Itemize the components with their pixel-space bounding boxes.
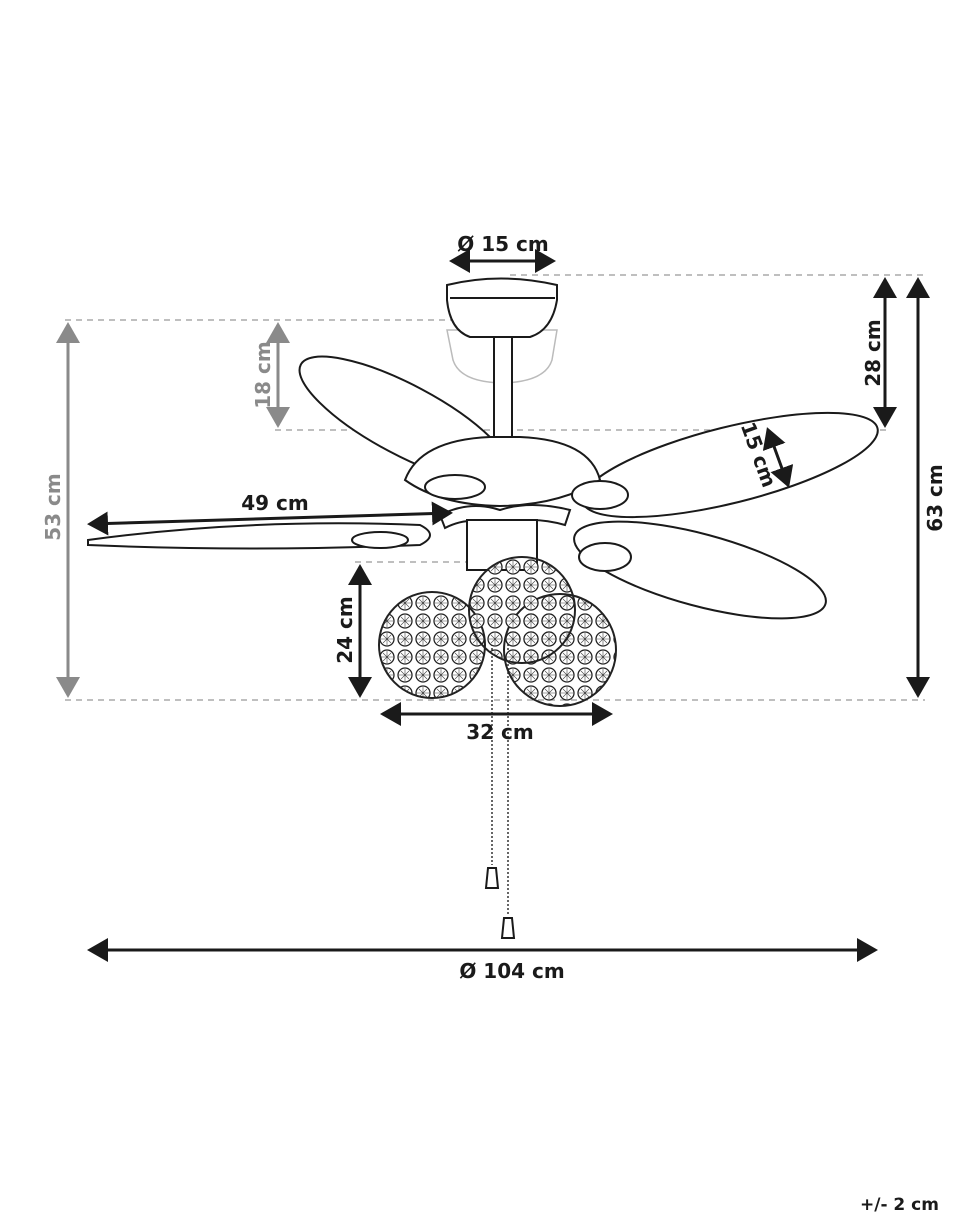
ceiling-fan-illustration — [87, 277, 879, 939]
canopy-diameter-label: Ø 15 cm — [457, 232, 548, 256]
blade-length-label: 49 cm — [241, 491, 309, 515]
downrod-adjust-label: 18 cm — [251, 341, 275, 409]
light-width-label: 32 cm — [466, 720, 534, 744]
fan-diameter-label: Ø 104 cm — [459, 959, 564, 983]
light-height-label: 24 cm — [333, 596, 357, 664]
tolerance-note: +/- 2 cm — [860, 1195, 939, 1215]
min-height-label: 53 cm — [41, 473, 65, 541]
blade-length-line — [87, 501, 453, 536]
blade-width-line — [762, 427, 794, 488]
total-height-label: 63 cm — [923, 464, 947, 532]
canopy-to-blade-label: 28 cm — [861, 319, 885, 387]
